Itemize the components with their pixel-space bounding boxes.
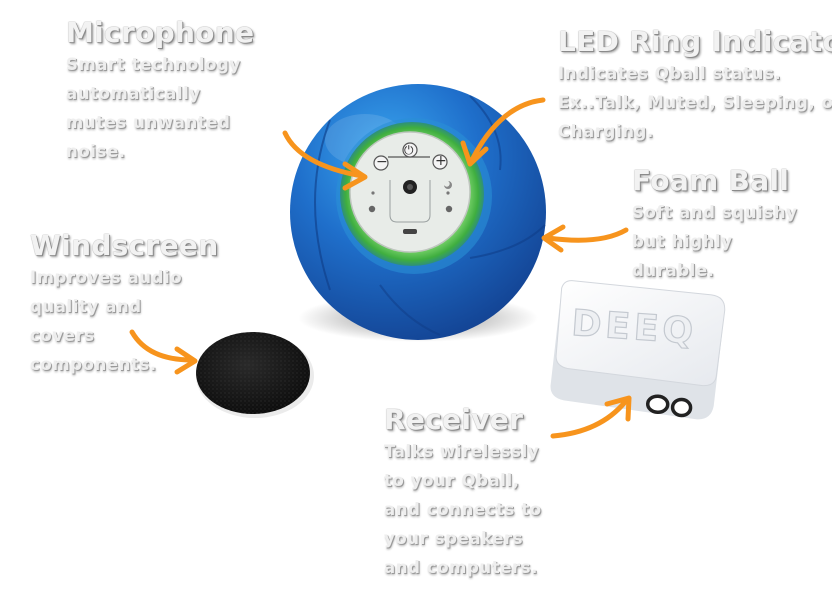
foam-ball-arrowhead	[541, 224, 566, 253]
receiver	[550, 280, 726, 420]
windscreen-arrow	[129, 329, 195, 363]
microphone-arrow	[282, 130, 365, 179]
led-ring-arrowhead	[460, 140, 489, 167]
screw	[368, 205, 376, 213]
led-ring-callout: LED Ring Indicator Indicates Qball statu…	[558, 27, 832, 146]
control-panel	[368, 142, 453, 234]
microphone-arrowhead	[342, 161, 368, 191]
foam-ball-description: Soft and squishy but highly durable.	[632, 203, 798, 280]
plus-button-icon: +	[435, 153, 447, 169]
microphone-title: Microphone	[66, 16, 255, 49]
led-ring-title: LED Ring Indicator	[558, 25, 832, 58]
receiver-arrow	[550, 399, 628, 439]
screw	[445, 205, 453, 213]
led-ring-description: Indicates Qball status. Ex..Talk, Muted,…	[558, 64, 832, 141]
receiver-arrowhead	[604, 395, 632, 422]
windscreen-callout: Windscreen Improves audio quality and co…	[30, 231, 218, 379]
windscreen-title: Windscreen	[30, 229, 219, 262]
foam-ball-arrow	[545, 227, 629, 243]
windscreen	[196, 332, 314, 418]
receiver-title: Receiver	[384, 403, 524, 436]
microphone-description: Smart technology automatically mutes unw…	[66, 55, 241, 161]
minus-button-icon: −	[376, 154, 388, 170]
arrows	[129, 97, 632, 439]
microphone-callout: Microphone Smart technology automaticall…	[66, 18, 254, 166]
minus-button-ring	[373, 155, 389, 171]
receiver-callout: Receiver Talks wirelessly to your Qball,…	[384, 405, 542, 582]
windscreen-arrowhead	[174, 346, 198, 375]
power-button-ring	[402, 142, 418, 158]
led-ring-arrow	[469, 97, 546, 163]
charging-port	[403, 229, 417, 234]
foam-ball-callout: Foam Ball Soft and squishy but highly du…	[632, 166, 797, 285]
foam-ball-title: Foam Ball	[632, 164, 790, 197]
receiver-description: Talks wirelessly to your Qball, and conn…	[384, 442, 542, 577]
led-ring	[336, 118, 492, 274]
plus-button-ring	[432, 154, 448, 170]
windscreen-description: Improves audio quality and covers compon…	[30, 268, 183, 374]
power-button-icon: ⏻	[404, 143, 414, 157]
